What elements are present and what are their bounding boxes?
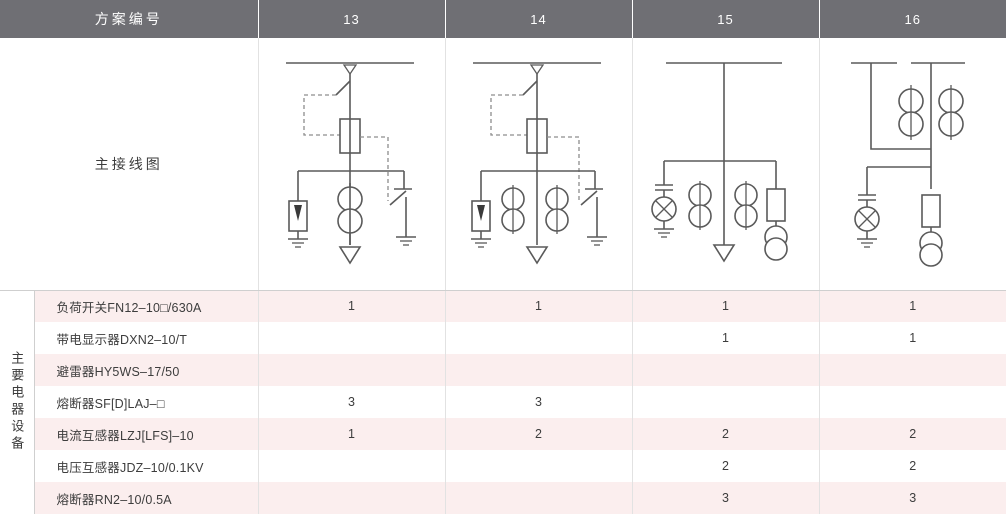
busbar-tap-triangle xyxy=(529,64,545,75)
diagram-cell-16 xyxy=(819,38,1006,291)
equipment-value-4-16: 2 xyxy=(819,418,1006,450)
table-body: 主接线图 xyxy=(0,38,1006,514)
live-display-cross2 xyxy=(655,200,673,218)
equipment-name-0: 负荷开关FN12–10□/630A xyxy=(34,290,259,322)
equipment-name-5: 电压互感器JDZ–10/0.1KV xyxy=(34,450,259,482)
equipment-value-5-14 xyxy=(445,450,633,482)
equipment-value-2-16 xyxy=(819,354,1006,386)
equipment-row-3: 熔断器SF[D]LAJ–□ 3 3 xyxy=(0,386,1006,418)
equipment-name-4: 电流互感器LZJ[LFS]–10 xyxy=(34,418,259,450)
equipment-value-2-13 xyxy=(258,354,446,386)
equipment-value-5-13 xyxy=(258,450,446,482)
equipment-name-1: 带电显示器DXN2–10/T xyxy=(34,322,259,354)
equipment-name-6: 熔断器RN2–10/0.5A xyxy=(34,482,259,514)
equipment-row-4: 电流互感器LZJ[LFS]–10 1 2 2 2 xyxy=(0,418,1006,450)
interlock-dashed-left xyxy=(490,94,537,136)
diagram-cell-13 xyxy=(258,38,446,291)
equipment-value-0-13: 1 xyxy=(258,290,446,322)
equipment-value-1-14 xyxy=(445,322,633,354)
equipment-name-3: 熔断器SF[D]LAJ–□ xyxy=(34,386,259,418)
equipment-value-2-14 xyxy=(445,354,633,386)
equipment-value-1-13 xyxy=(258,322,446,354)
main-wiring-diagram-row: 主接线图 xyxy=(0,38,1006,291)
schematic-15 xyxy=(651,61,788,263)
voltage-transformer-b xyxy=(919,242,944,267)
cable-outgoing-triangle xyxy=(525,245,549,265)
equipment-value-5-15: 2 xyxy=(632,450,820,482)
fuse xyxy=(766,187,786,222)
header-col-14: 14 xyxy=(445,0,633,38)
fuse xyxy=(921,193,942,228)
interlock-dashed-right xyxy=(360,136,389,201)
voltage-transformer-b xyxy=(764,236,788,261)
equipment-value-6-16: 3 xyxy=(819,482,1006,514)
earth-switch-blade xyxy=(580,190,598,206)
header-col-13: 13 xyxy=(258,0,446,38)
equipment-value-2-15 xyxy=(632,354,820,386)
header-col-16: 16 xyxy=(819,0,1006,38)
bypass-conductor xyxy=(870,62,932,150)
equipment-value-3-14: 3 xyxy=(445,386,633,418)
earth-switch-blade xyxy=(389,190,407,206)
load-switch-blade xyxy=(522,80,538,96)
equipment-value-4-15: 2 xyxy=(632,418,820,450)
equipment-value-1-16: 1 xyxy=(819,322,1006,354)
busbar-tap-triangle xyxy=(342,64,358,75)
equipment-value-5-16: 2 xyxy=(819,450,1006,482)
arrester-arrow xyxy=(477,204,485,221)
equipment-value-4-14: 2 xyxy=(445,418,633,450)
interlock-dashed-left xyxy=(303,94,350,136)
header-row: 方案编号 13 14 15 16 xyxy=(0,0,1006,38)
equipment-row-5: 电压互感器JDZ–10/0.1KV 2 2 xyxy=(0,450,1006,482)
equipment-value-0-15: 1 xyxy=(632,290,820,322)
load-switch-blade xyxy=(335,80,351,96)
equipment-row-2: 避雷器HY5WS–17/50 xyxy=(0,354,1006,386)
header-scheme-label: 方案编号 xyxy=(0,0,259,38)
diagram-cell-14 xyxy=(445,38,633,291)
equipment-value-1-15: 1 xyxy=(632,322,820,354)
header-col-15: 15 xyxy=(632,0,820,38)
equipment-name-2: 避雷器HY5WS–17/50 xyxy=(34,354,259,386)
cable-outgoing-triangle xyxy=(712,243,736,263)
main-wiring-diagram-label: 主接线图 xyxy=(0,38,259,291)
equipment-row-6: 熔断器RN2–10/0.5A 3 3 xyxy=(0,482,1006,514)
live-display-cross2 xyxy=(858,210,876,228)
equipment-group-label-cell: 主要电器设备 xyxy=(0,290,35,514)
equipment-value-0-14: 1 xyxy=(445,290,633,322)
equipment-value-3-16 xyxy=(819,386,1006,418)
equipment-value-6-15: 3 xyxy=(632,482,820,514)
equipment-value-3-13: 3 xyxy=(258,386,446,418)
equipment-value-6-14 xyxy=(445,482,633,514)
equipment-value-4-13: 1 xyxy=(258,418,446,450)
interlock-dashed-right xyxy=(547,136,580,201)
equipment-value-3-15 xyxy=(632,386,820,418)
cable-outgoing-triangle xyxy=(338,245,362,265)
equipment-value-6-13 xyxy=(258,482,446,514)
diagram-cell-15 xyxy=(632,38,820,291)
equipment-group-label: 主要电器设备 xyxy=(9,351,25,454)
schematic-14 xyxy=(471,61,607,265)
equipment-value-0-16: 1 xyxy=(819,290,1006,322)
arrester-arrow xyxy=(294,204,302,221)
schematic-16 xyxy=(851,61,966,267)
table-header: 方案编号 13 14 15 16 xyxy=(0,0,1006,38)
equipment-row-0: 主要电器设备 负荷开关FN12–10□/630A 1 1 1 1 xyxy=(0,290,1006,514)
schematic-13 xyxy=(286,61,416,265)
equipment-row-1: 带电显示器DXN2–10/T 1 1 xyxy=(0,322,1006,354)
